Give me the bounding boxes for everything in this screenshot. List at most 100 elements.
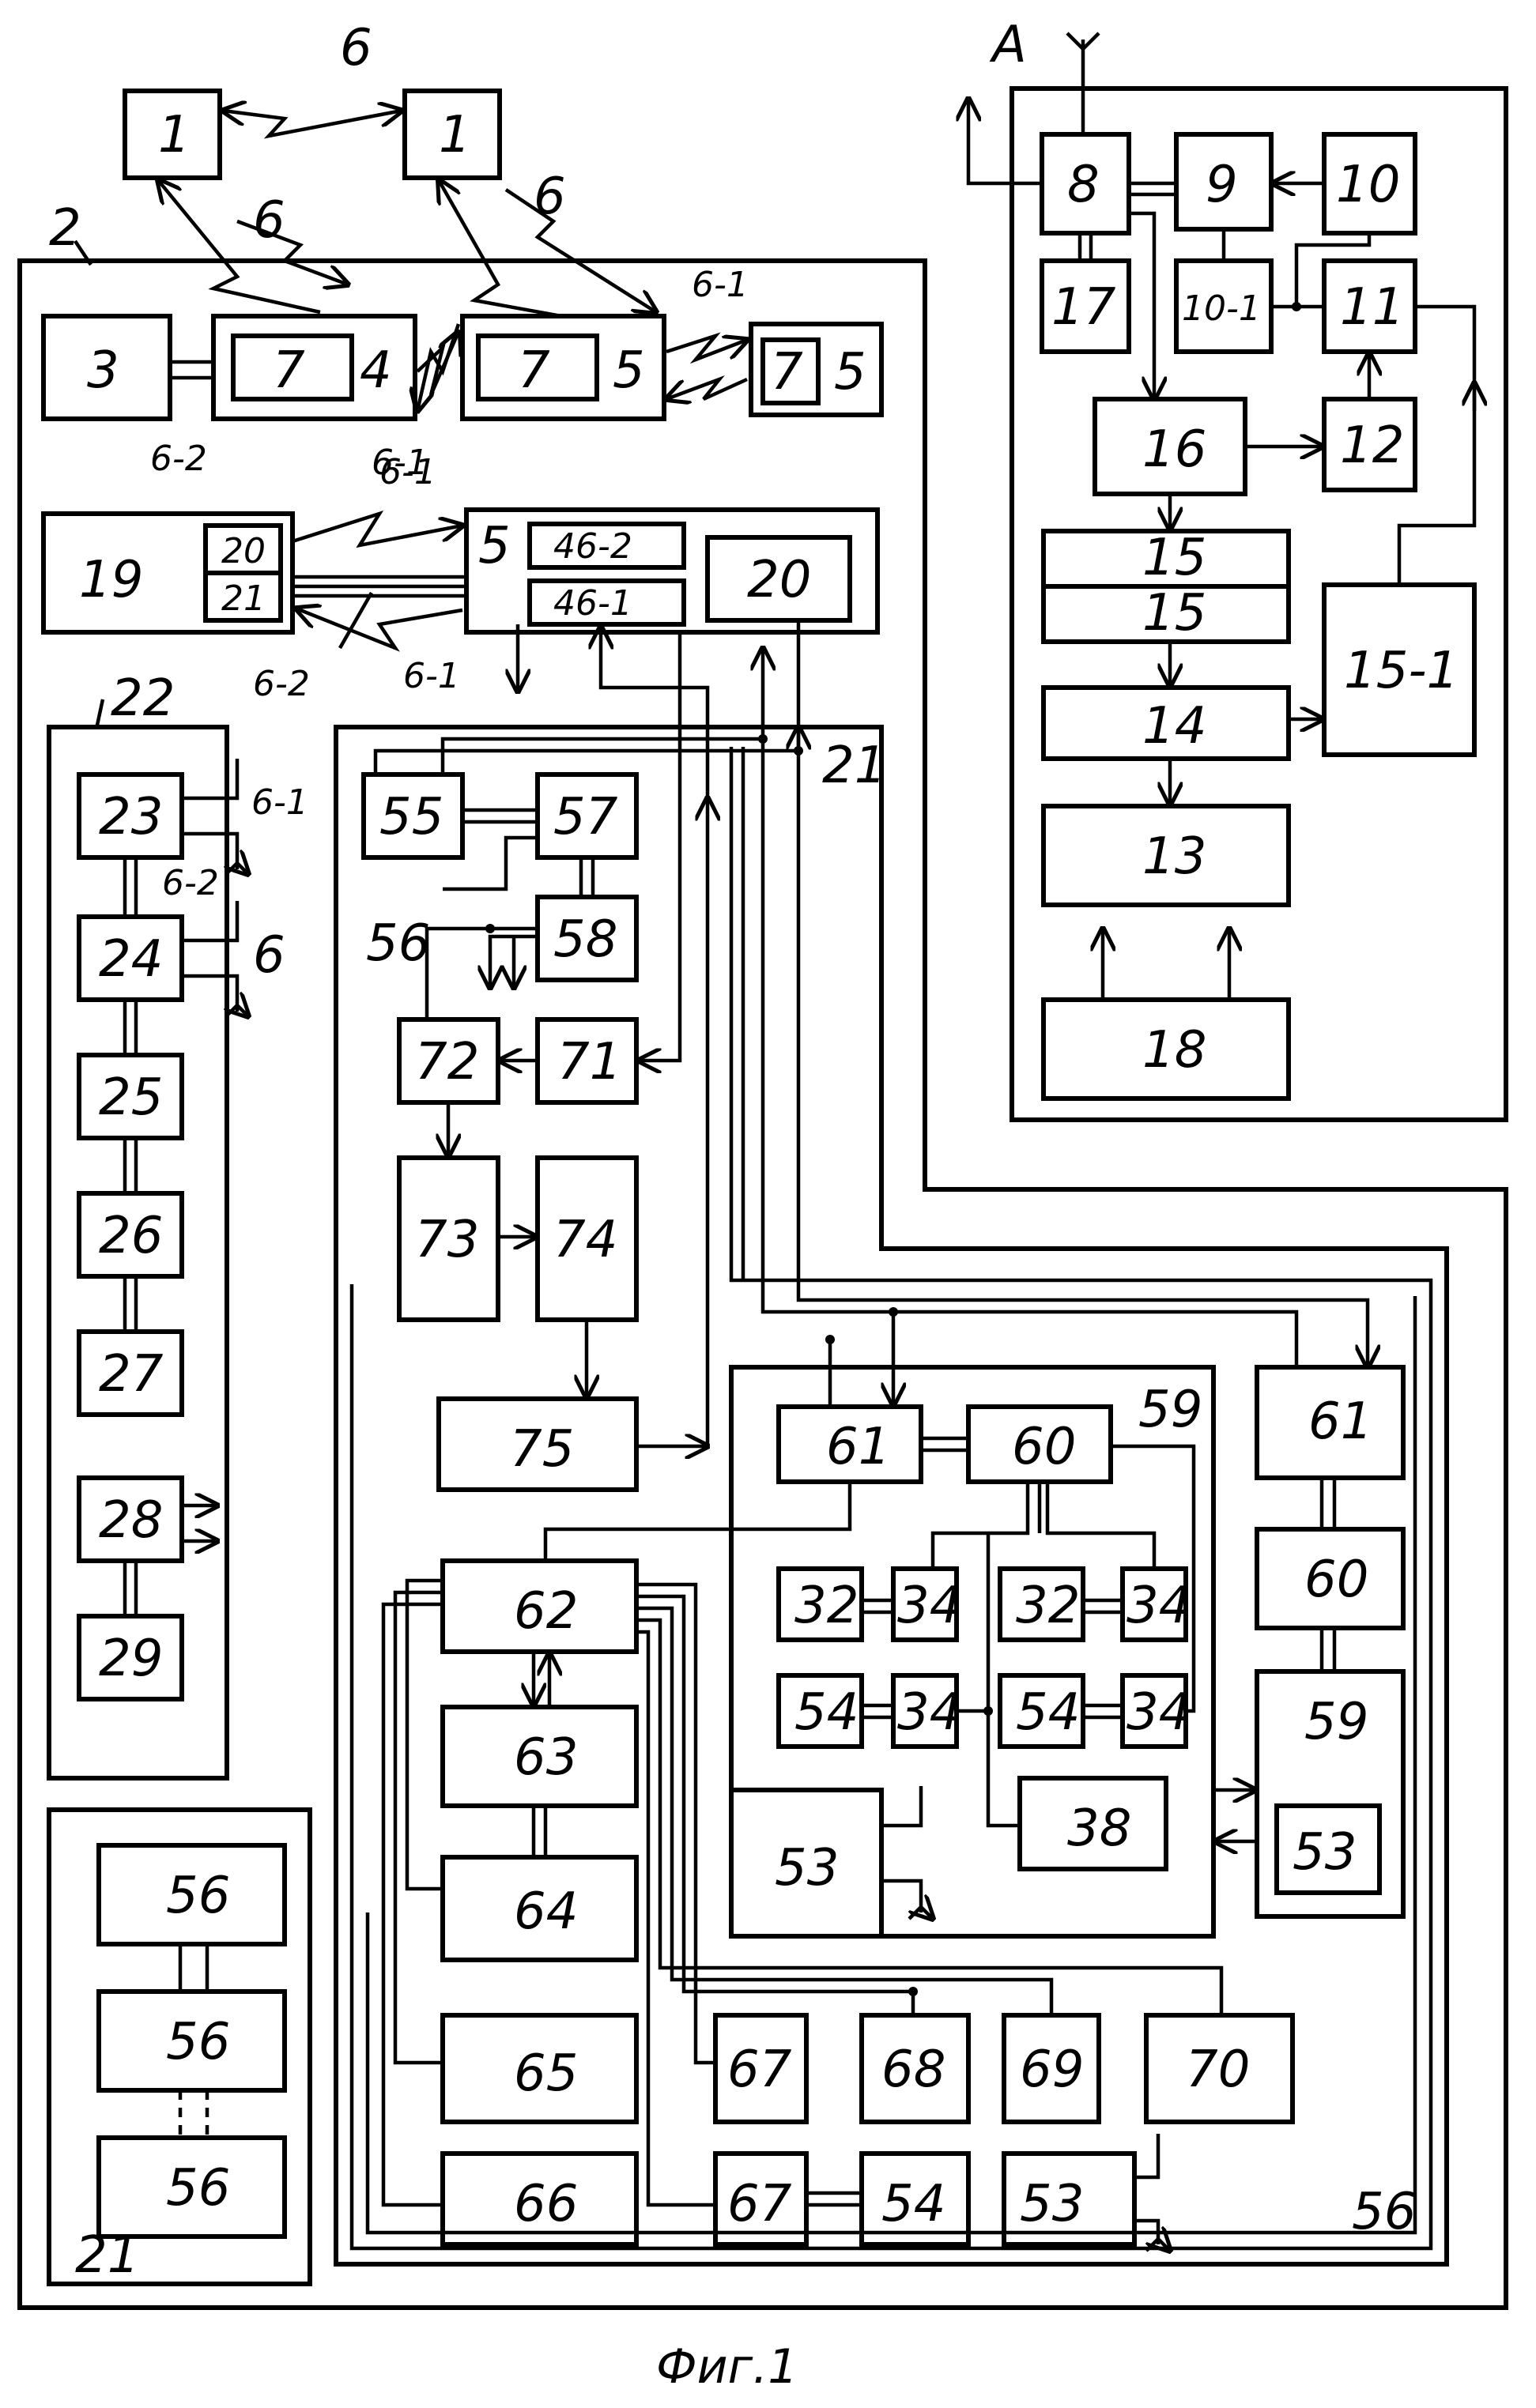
- label-61-a: 61: [826, 1418, 890, 1476]
- label-67-b: 67: [727, 2175, 792, 2233]
- label-6-top: 6: [340, 19, 372, 77]
- bus-57-58: [581, 857, 593, 897]
- bus-8-17: [1080, 233, 1091, 261]
- label-6-left: 6: [253, 191, 285, 250]
- antenna-a: [1067, 33, 1099, 134]
- link-62-68: [636, 1596, 913, 2015]
- bus-to-55: [376, 751, 798, 774]
- label-59-a: 59: [1138, 1381, 1202, 1439]
- link-151-11: [1399, 307, 1474, 585]
- label-5-c: 5: [478, 517, 511, 575]
- block-22-group: 22 23 24 25 26 27 28 29 6-2 6-1 6: [49, 669, 308, 1778]
- label-21-a: 21: [221, 578, 266, 619]
- label-56-a: 56: [166, 1867, 230, 1925]
- label-29: 29: [99, 1630, 163, 1688]
- label-57: 57: [553, 788, 618, 846]
- dots-56b-56c: [180, 2090, 207, 2138]
- label-46-1: 46-1: [553, 583, 632, 624]
- link-62-67b: [636, 1632, 715, 2205]
- radio-link-1-1: [223, 111, 402, 136]
- label-20-a: 20: [221, 531, 266, 571]
- label-6-2-c: 6-2: [162, 863, 219, 903]
- label-56-e: 56: [1352, 2183, 1416, 2241]
- junction-61b: [889, 1307, 898, 1317]
- label-21-b: 21: [75, 2226, 139, 2285]
- bus-8-9: [1129, 183, 1176, 194]
- label-34-a: 34: [897, 1577, 961, 1635]
- label-66: 66: [514, 2175, 578, 2233]
- label-67-a: 67: [727, 2041, 792, 2099]
- bus-56a-56b: [180, 1944, 207, 1992]
- label-10-1: 10-1: [1182, 288, 1261, 329]
- link-61-62: [545, 1482, 850, 1561]
- label-6-1-b: 6-1: [692, 265, 749, 305]
- label-63: 63: [514, 1728, 578, 1787]
- label-17: 17: [1051, 278, 1116, 337]
- radio-link-1-5b: [506, 190, 656, 312]
- label-53-c: 53: [1020, 2175, 1084, 2233]
- link-62-64: [407, 1581, 443, 1889]
- junction-61a: [825, 1335, 835, 1344]
- leader-6-2-b: [340, 593, 372, 648]
- antenna-53-a: [881, 1786, 933, 1919]
- label-1-left: 1: [158, 106, 191, 164]
- bus-26-27: [125, 1276, 136, 1332]
- label-18: 18: [1142, 1021, 1206, 1080]
- label-34-b: 34: [1127, 1577, 1191, 1635]
- junction-bus-a: [758, 734, 768, 744]
- label-20-b: 20: [747, 551, 811, 609]
- label-55: 55: [379, 788, 443, 846]
- label-5-a: 5: [613, 341, 645, 400]
- label-53-b: 53: [1293, 1823, 1357, 1882]
- label-25: 25: [99, 1068, 163, 1127]
- bus-61-60: [921, 1438, 968, 1450]
- top-network: 1 1 6 6 6: [125, 19, 656, 316]
- label-11: 11: [1340, 278, 1404, 337]
- label-12: 12: [1340, 416, 1404, 475]
- link-8-16: [1129, 213, 1154, 399]
- label-7-a: 7: [273, 341, 305, 400]
- label-56-d: 56: [366, 914, 430, 973]
- junction-58: [485, 924, 495, 933]
- label-21-c: 21: [822, 737, 886, 795]
- bus-to-55b: [443, 739, 763, 774]
- row-19: 19 20 21 5 46-2 46-1 20 6-1 6-2 6-1: [43, 452, 877, 704]
- label-54-b: 54: [1016, 1683, 1080, 1742]
- radio-link-5-5: [666, 336, 747, 360]
- bus-67b-54c: [806, 2193, 862, 2205]
- bus-25-26: [125, 1138, 136, 1193]
- label-75: 75: [510, 1420, 574, 1479]
- label-27: 27: [99, 1345, 164, 1404]
- label-58: 58: [553, 910, 617, 969]
- label-62: 62: [514, 1582, 578, 1641]
- label-54-c: 54: [881, 2175, 945, 2233]
- label-14: 14: [1142, 697, 1206, 756]
- link-62-66: [383, 1604, 443, 2205]
- label-10: 10: [1336, 156, 1400, 214]
- bus-54a-34c: [862, 1705, 893, 1717]
- link-19-5-top: [292, 514, 462, 545]
- panel-a-outline: [1012, 89, 1506, 1120]
- panel-a: A 8 9 10 17 10-1 11 12 16 15 15 15-1 14 …: [968, 16, 1506, 1120]
- leader-22: [96, 699, 103, 729]
- label-22: 22: [111, 669, 175, 728]
- label-56-b: 56: [166, 2013, 230, 2071]
- label-6-1-e: 6-1: [251, 782, 308, 823]
- bus-23-24: [125, 857, 136, 917]
- label-15-1: 15-1: [1344, 642, 1459, 700]
- label-26: 26: [99, 1207, 163, 1265]
- label-68: 68: [881, 2041, 945, 2099]
- label-61-b: 61: [1308, 1392, 1372, 1451]
- link-58-72: [427, 929, 538, 1019]
- label-72: 72: [415, 1033, 479, 1091]
- label-60-a: 60: [1012, 1418, 1076, 1476]
- label-6-right: 6: [534, 168, 566, 226]
- label-6-2-b: 6-2: [253, 664, 310, 704]
- label-a: A: [989, 16, 1027, 74]
- label-69: 69: [1020, 2041, 1084, 2099]
- block-21-group: 56 56 56 21: [49, 1810, 310, 2285]
- label-54-a: 54: [794, 1683, 859, 1742]
- junction-11: [1292, 302, 1301, 311]
- row-terminals: 3 7 4 6-2 7 5 6-1 7 5 6-1: [43, 265, 881, 483]
